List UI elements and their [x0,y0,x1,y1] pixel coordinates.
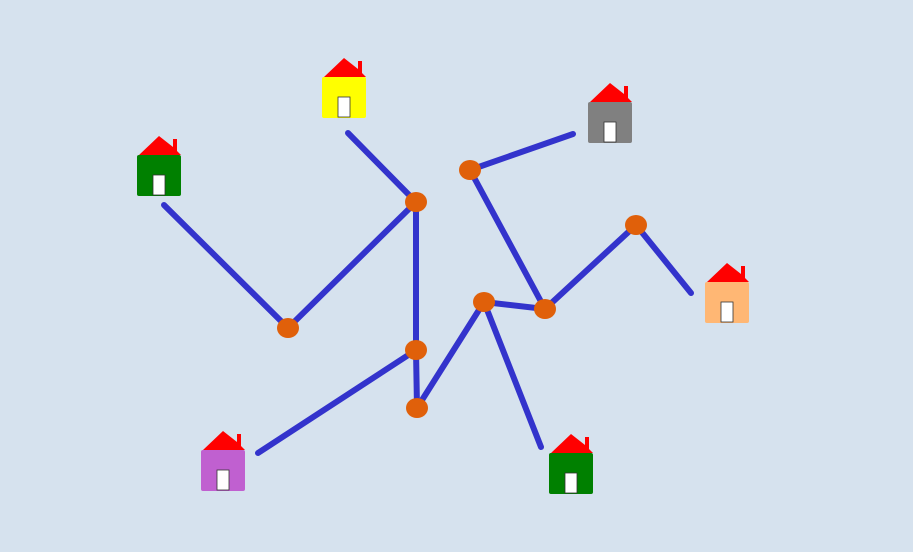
door-icon [216,469,230,491]
house-green-left-house-icon[interactable] [137,136,181,196]
junction-d[interactable] [406,398,428,418]
house-yellow-house-icon[interactable] [322,58,366,118]
road-junction-e-house-green-bottom[interactable] [481,299,544,450]
road-house-green-left-junction-a[interactable] [161,202,291,331]
junction-e[interactable] [473,292,495,312]
road-house-yellow-junction-b[interactable] [345,130,419,205]
junction-h[interactable] [625,215,647,235]
roof-icon [203,431,245,450]
road-junction-h-house-orange[interactable] [633,222,694,296]
roads-layer [161,130,694,456]
road-junction-a-junction-b[interactable] [285,199,419,331]
roof-icon [324,58,366,77]
road-junction-f-junction-g[interactable] [467,167,548,312]
road-junction-g-house-gray[interactable] [467,131,576,173]
roof-icon [590,83,632,102]
house-gray-house-icon[interactable] [588,83,632,143]
junction-a[interactable] [277,318,299,338]
junction-b[interactable] [405,192,427,212]
houses-layer [137,58,749,494]
door-icon [564,472,578,494]
door-icon [720,301,734,323]
door-icon [152,174,166,196]
junction-f[interactable] [534,299,556,319]
door-icon [603,121,617,143]
roof-icon [551,434,593,453]
road-junction-d-junction-e[interactable] [414,299,487,411]
house-purple-house-icon[interactable] [201,431,245,491]
door-icon [337,96,351,118]
road-junction-c-house-purple[interactable] [255,347,419,456]
roof-icon [139,136,181,155]
junction-c[interactable] [405,340,427,360]
junction-g[interactable] [459,160,481,180]
road-junction-f-junction-h[interactable] [542,222,639,312]
house-green-bottom-house-icon[interactable] [549,434,593,494]
junctions-layer [277,160,647,418]
house-orange-house-icon[interactable] [705,263,749,323]
roof-icon [707,263,749,282]
